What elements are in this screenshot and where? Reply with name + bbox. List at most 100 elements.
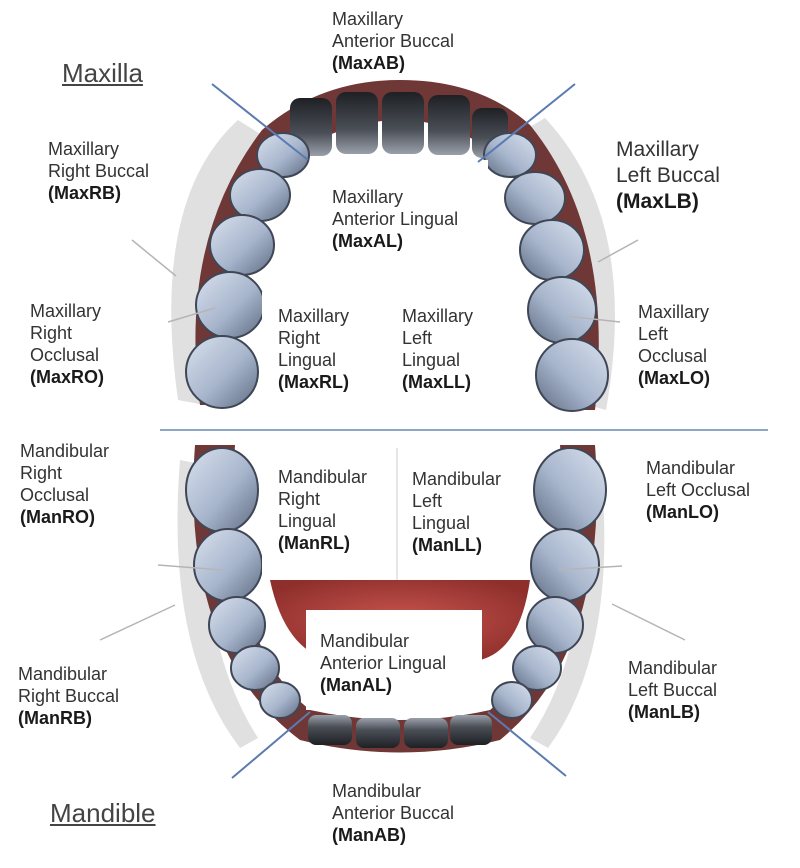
label-manll-line3: Lingual bbox=[412, 513, 471, 533]
mandible-heading: Mandible bbox=[50, 798, 156, 828]
label-manrl-code: (ManRL) bbox=[278, 533, 350, 553]
maxilla-lingual-panel bbox=[262, 292, 500, 410]
label-manll-line2: Left bbox=[412, 491, 443, 511]
max-anterior-left-line bbox=[211, 83, 309, 161]
mandible-right-teeth bbox=[185, 447, 301, 719]
label-manrl-line3: Lingual bbox=[278, 511, 337, 531]
label-maxab-code: (MaxAB) bbox=[332, 53, 406, 73]
label-manlo-code: (ManLO) bbox=[646, 502, 719, 522]
arrow-maxlb bbox=[597, 239, 639, 263]
label-manal: Mandibular Anterior Lingual (ManAL) bbox=[320, 630, 446, 696]
label-maxlb-code: (MaxLB) bbox=[616, 190, 699, 213]
label-manro-code: (ManRO) bbox=[20, 507, 95, 527]
maxilla-heading: Maxilla bbox=[62, 58, 143, 88]
label-manrb: Mandibular Right Buccal (ManRB) bbox=[18, 663, 119, 729]
arrow-maxro bbox=[167, 307, 216, 323]
label-maxrb: Maxillary Right Buccal (MaxRB) bbox=[48, 138, 149, 204]
label-manro: Mandibular Right Occlusal (ManRO) bbox=[20, 440, 109, 528]
arrow-manro bbox=[157, 564, 223, 571]
label-maxrl-line3: Lingual bbox=[278, 350, 337, 370]
label-maxrb-line2: Right Buccal bbox=[48, 161, 150, 181]
mandible-anterior-teeth bbox=[308, 715, 492, 748]
label-manrl-line1: Mandibular bbox=[278, 467, 368, 487]
label-manal-code: (ManAL) bbox=[320, 675, 392, 695]
label-maxal-code: (MaxAL) bbox=[332, 231, 403, 251]
grey-arrows bbox=[99, 239, 686, 641]
arrow-manrb bbox=[99, 604, 176, 641]
label-manlb-code: (ManLB) bbox=[628, 702, 700, 722]
mandible-anterior-lingual-panel bbox=[306, 610, 482, 710]
label-maxrl-line2: Right bbox=[278, 328, 321, 348]
label-manrb-code: (ManRB) bbox=[18, 708, 92, 728]
label-manro-line3: Occlusal bbox=[20, 485, 90, 505]
mandible-arch bbox=[177, 445, 607, 753]
label-manro-line2: Right bbox=[20, 463, 63, 483]
man-anterior-right-line bbox=[487, 711, 567, 777]
label-maxll-code: (MaxLL) bbox=[402, 372, 471, 392]
label-manll-line1: Mandibular bbox=[412, 469, 502, 489]
label-manlb: Mandibular Left Buccal (ManLB) bbox=[628, 657, 717, 723]
label-manab-line2: Anterior Buccal bbox=[332, 803, 455, 823]
label-maxal-line1: Maxillary bbox=[332, 187, 404, 207]
label-maxro-line1: Maxillary bbox=[30, 301, 102, 321]
label-maxlb: Maxillary Left Buccal (MaxLB) bbox=[616, 137, 720, 215]
label-maxal: Maxillary Anterior Lingual (MaxAL) bbox=[332, 186, 458, 252]
label-maxrb-line1: Maxillary bbox=[48, 139, 120, 159]
label-maxal-line2: Anterior Lingual bbox=[332, 209, 459, 229]
label-maxro-line2: Right bbox=[30, 323, 73, 343]
anterior-pointer-lines bbox=[211, 83, 576, 779]
man-anterior-left-line bbox=[231, 711, 311, 779]
label-maxlo-code: (MaxLO) bbox=[638, 368, 710, 388]
label-manal-line1: Mandibular bbox=[320, 631, 410, 651]
mandible-left-teeth bbox=[491, 447, 607, 719]
label-maxll-line2: Left bbox=[402, 328, 433, 348]
label-manrb-line2: Right Buccal bbox=[18, 686, 120, 706]
label-manab-line1: Mandibular bbox=[332, 781, 422, 801]
arrow-manlb bbox=[611, 603, 686, 641]
label-manro-line1: Mandibular bbox=[20, 441, 110, 461]
label-manab-code: (ManAB) bbox=[332, 825, 406, 845]
label-manab: Mandibular Anterior Buccal (ManAB) bbox=[332, 780, 454, 846]
label-maxab-line2: Anterior Buccal bbox=[332, 31, 455, 51]
maxilla-anterior-lingual-panel bbox=[312, 160, 488, 260]
label-maxlo-line1: Maxillary bbox=[638, 302, 710, 322]
label-maxll-line3: Lingual bbox=[402, 350, 461, 370]
mandible-lingual-panel bbox=[262, 448, 530, 580]
label-maxab-line1: Maxillary bbox=[332, 9, 404, 29]
label-manal-line2: Anterior Lingual bbox=[320, 653, 447, 673]
label-manll: Mandibular Left Lingual (ManLL) bbox=[412, 468, 501, 556]
label-maxlo: Maxillary Left Occlusal (MaxLO) bbox=[638, 301, 710, 389]
label-maxro: Maxillary Right Occlusal (MaxRO) bbox=[30, 300, 104, 388]
label-maxro-line3: Occlusal bbox=[30, 345, 100, 365]
label-manll-code: (ManLL) bbox=[412, 535, 482, 555]
label-maxlo-line3: Occlusal bbox=[638, 346, 708, 366]
arrow-maxlo bbox=[565, 315, 621, 323]
label-manlo: Mandibular Left Occlusal (ManLO) bbox=[646, 457, 750, 523]
label-manrl-line2: Right bbox=[278, 489, 321, 509]
arrow-maxrb bbox=[131, 239, 177, 277]
label-maxll: Maxillary Left Lingual (MaxLL) bbox=[402, 305, 473, 393]
label-maxrl-code: (MaxRL) bbox=[278, 372, 349, 392]
label-maxrl-line1: Maxillary bbox=[278, 306, 350, 326]
maxilla-left-lip-shade bbox=[171, 120, 262, 405]
label-maxrl: Maxillary Right Lingual (MaxRL) bbox=[278, 305, 349, 393]
label-manlb-line1: Mandibular bbox=[628, 658, 718, 678]
maxilla-arch bbox=[171, 80, 615, 412]
maxilla-left-teeth bbox=[483, 132, 609, 412]
label-manrb-line1: Mandibular bbox=[18, 664, 108, 684]
label-maxab: Maxillary Anterior Buccal (MaxAB) bbox=[332, 8, 454, 74]
max-anterior-right-line bbox=[477, 83, 576, 163]
label-maxlb-line2: Left Buccal bbox=[616, 164, 720, 187]
label-manlo-line2: Left Occlusal bbox=[646, 480, 751, 500]
label-maxlb-line1: Maxillary bbox=[616, 138, 699, 161]
label-manlo-line1: Mandibular bbox=[646, 458, 736, 478]
label-maxrb-code: (MaxRB) bbox=[48, 183, 122, 203]
label-maxlo-line2: Left bbox=[638, 324, 669, 344]
label-manrl: Mandibular Right Lingual (ManRL) bbox=[278, 466, 367, 554]
label-maxro-code: (MaxRO) bbox=[30, 367, 105, 387]
maxilla-right-teeth bbox=[185, 132, 310, 409]
label-maxll-line1: Maxillary bbox=[402, 306, 474, 326]
arrow-manlo bbox=[557, 565, 623, 571]
label-manlb-line2: Left Buccal bbox=[628, 680, 718, 700]
